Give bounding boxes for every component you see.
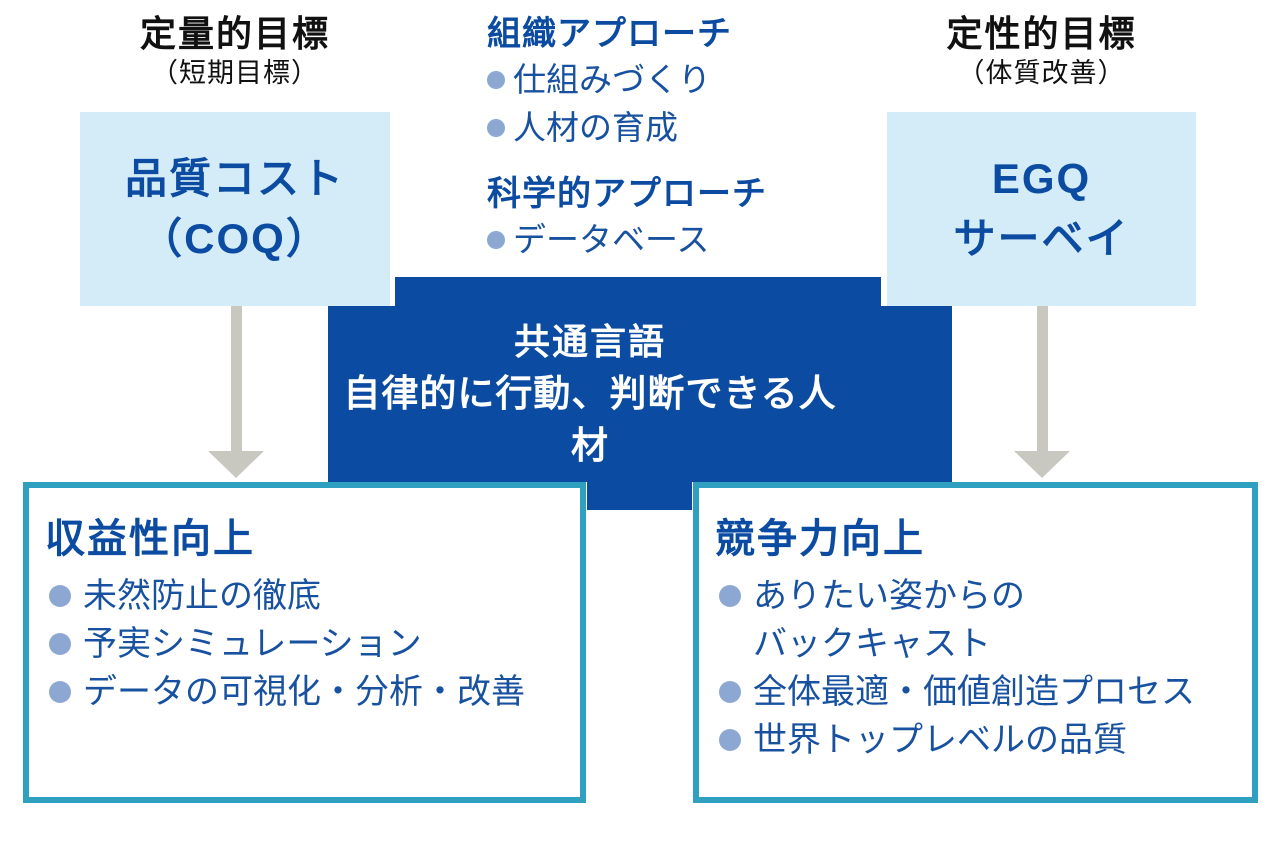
list-item-label: 人材の育成 [513, 109, 678, 146]
down-arrow-right [1014, 306, 1070, 482]
bullet-dot-icon [487, 71, 505, 89]
list-item-label: 仕組みづくり [513, 61, 711, 98]
list-item-label: 全体最適・価値創造プロセス [753, 673, 1195, 711]
bullet-dot-icon [487, 119, 505, 137]
common-language-line2: 自律的に行動、判断できる人材 [343, 373, 837, 466]
common-language-text: 共通言語 自律的に行動、判断できる人材 [328, 306, 952, 482]
qualitative-goal-subtitle: （体質改善） [957, 58, 1126, 88]
quality-cost-box-line1: 品質コスト [124, 155, 345, 202]
qualitative-goal-title: 定性的目標 [946, 13, 1137, 54]
list-item: 予実シミュレーション [45, 620, 566, 668]
bullet-dot-icon [49, 585, 71, 607]
scientific-approach-heading: 科学的アプローチ [487, 175, 767, 213]
list-item-label: データベース [513, 221, 710, 258]
list-item: 全体最適・価値創造プロセス [715, 668, 1238, 716]
list-item-label: データの可視化・分析・改善 [83, 673, 525, 711]
common-language-box-bottom-tab [587, 482, 692, 510]
egq-survey-box-line2: サーベイ [953, 215, 1130, 262]
quality-cost-box-line2: （COQ） [140, 215, 330, 262]
common-language-box: 共通言語 自律的に行動、判断できる人材 [328, 306, 952, 482]
qualitative-goal-heading: 定性的目標 （体質改善） [887, 12, 1196, 90]
bullet-dot-icon [719, 681, 741, 703]
profitability-box: 収益性向上 未然防止の徹底 予実シミュレーション データの可視化・分析・改善 [23, 482, 586, 803]
list-item: データの可視化・分析・改善 [45, 668, 566, 716]
bullet-dot-icon [49, 681, 71, 703]
down-arrow-left [208, 306, 264, 482]
arrow-shaft [1037, 306, 1048, 452]
egq-survey-box: EGQ サーベイ [887, 112, 1196, 306]
arrow-head-icon [1014, 451, 1070, 478]
common-language-line1: 共通言語 [513, 321, 666, 362]
bullet-dot-icon [719, 585, 741, 607]
egq-survey-box-line1: EGQ [991, 155, 1092, 202]
bullet-dot-icon [49, 633, 71, 655]
organizational-approach-heading: 組織アプローチ [487, 15, 732, 53]
list-item: ありたい姿からの バックキャスト [715, 572, 1238, 668]
competitiveness-title: 競争力向上 [715, 517, 925, 561]
list-item: 世界トップレベルの品質 [715, 716, 1238, 764]
arrow-shaft [231, 306, 242, 452]
bullet-dot-icon [487, 231, 505, 249]
common-language-box-top-tab [395, 277, 881, 308]
list-item-label: 未然防止の徹底 [83, 577, 321, 615]
list-item: 仕組みづくり [487, 56, 887, 104]
arrow-head-icon [208, 451, 264, 478]
list-item: 未然防止の徹底 [45, 572, 566, 620]
quantitative-goal-subtitle: （短期目標） [151, 58, 319, 88]
quality-cost-box: 品質コスト （COQ） [80, 112, 390, 306]
list-item-label: 予実シミュレーション [83, 625, 422, 663]
list-item-label: 世界トップレベルの品質 [753, 721, 1127, 759]
bullet-dot-icon [719, 729, 741, 751]
profitability-title: 収益性向上 [45, 517, 255, 561]
quantitative-goal-heading: 定量的目標 （短期目標） [80, 12, 390, 90]
list-item: データベース [487, 216, 887, 264]
approach-section: 組織アプローチ 仕組みづくり 人材の育成 科学的アプローチ データベース [487, 12, 887, 264]
quantitative-goal-title: 定量的目標 [139, 13, 330, 54]
list-item-label: ありたい姿からの バックキャスト [753, 577, 1025, 663]
competitiveness-box: 競争力向上 ありたい姿からの バックキャスト 全体最適・価値創造プロセス 世界ト… [693, 482, 1258, 803]
list-item: 人材の育成 [487, 104, 887, 152]
